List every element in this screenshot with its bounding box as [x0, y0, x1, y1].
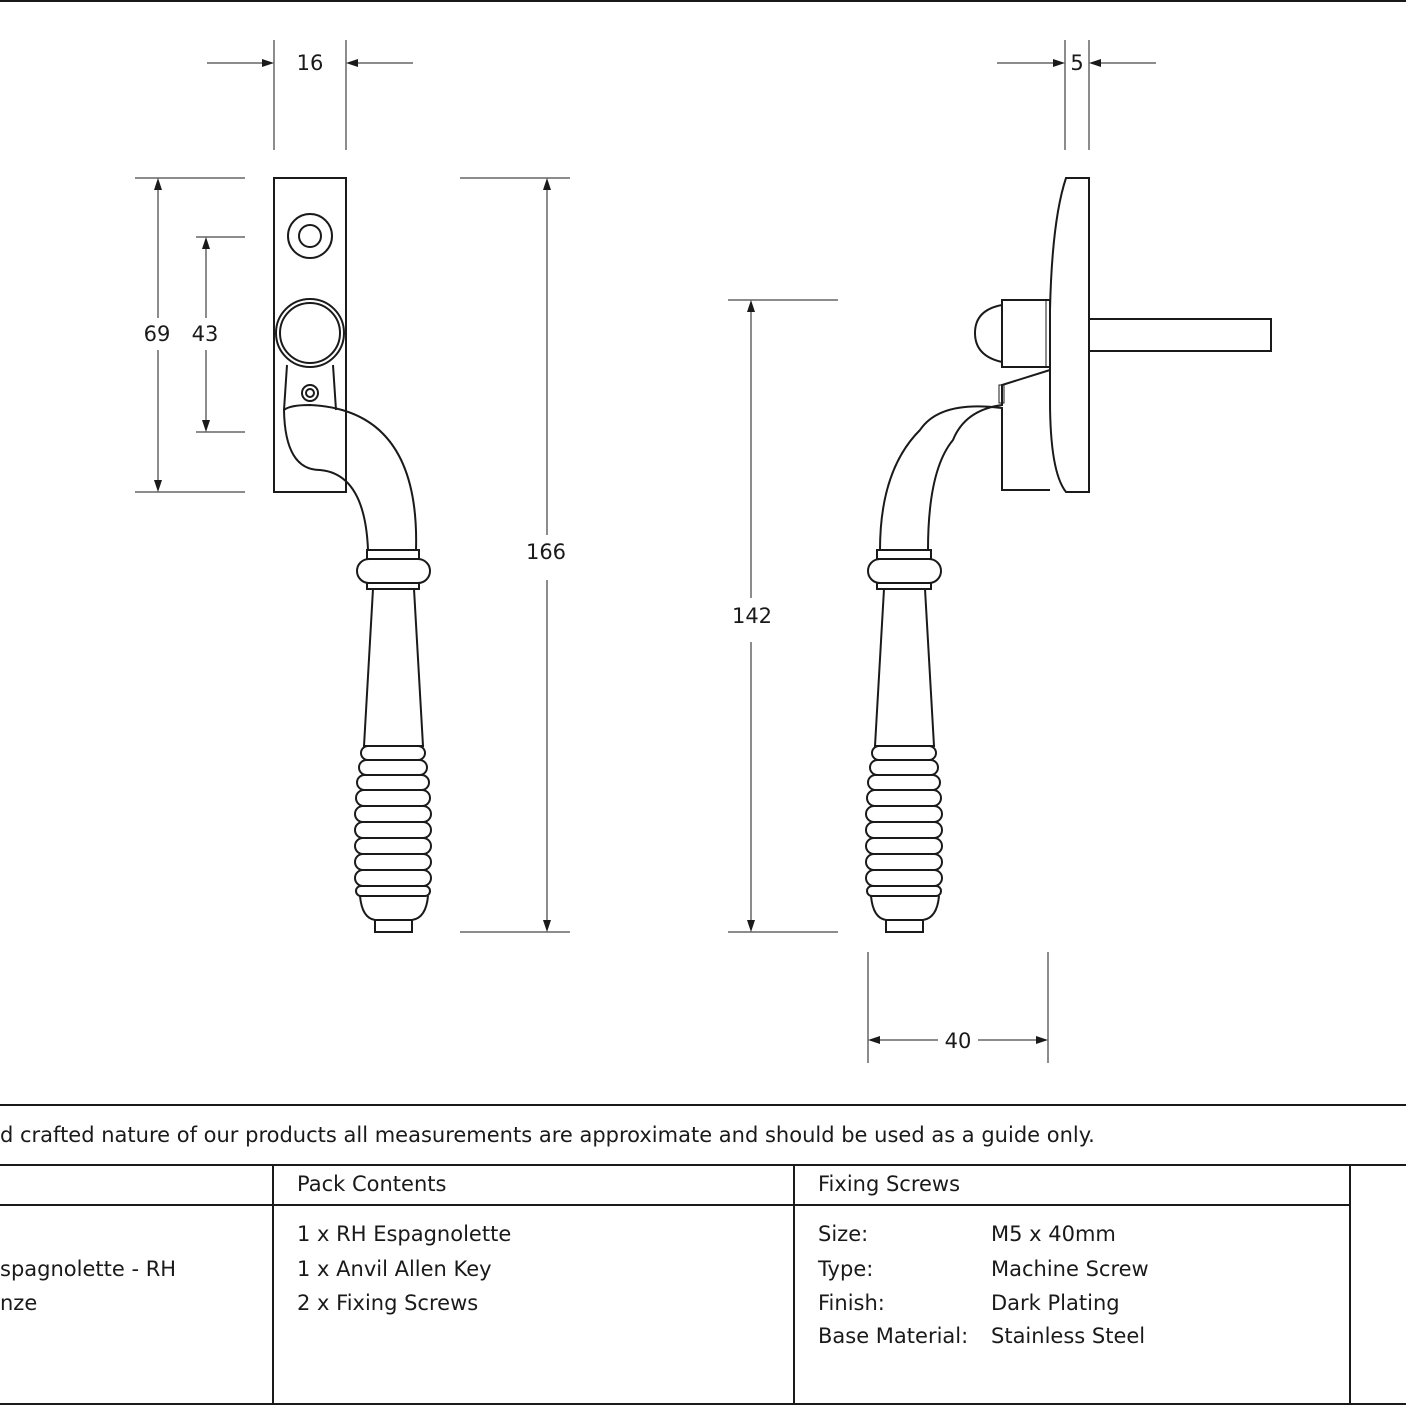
front-collar-top [366, 549, 420, 560]
dim-backplate-height: 69 [135, 177, 245, 493]
dim-projection: 40 [867, 952, 1049, 1063]
side-collar-bottom [876, 582, 932, 590]
pack-contents-heading: Pack Contents [297, 1172, 447, 1196]
front-grub-screw-outer [301, 384, 319, 402]
table-grid [0, 1104, 1406, 1405]
side-collar-ring [867, 558, 942, 584]
side-grip-taper [873, 588, 936, 747]
side-end-cap [870, 895, 940, 921]
front-screw-hole-outer [287, 213, 333, 259]
pack-contents-item-1: 1 x RH Espagnolette [297, 1222, 512, 1246]
side-boss-dome [973, 304, 1003, 363]
front-neck [283, 364, 337, 411]
dim-overall-height-label: 166 [526, 540, 566, 564]
dim-depth-label: 5 [1070, 51, 1083, 75]
fixing-finish-label: Finish: [818, 1291, 885, 1315]
dim-projection-label: 40 [945, 1029, 972, 1053]
front-grip-taper [362, 588, 425, 747]
front-screw-hole-inner [298, 224, 322, 248]
fixing-size-label: Size: [818, 1222, 869, 1246]
dim-fixing-centres-label: 43 [192, 322, 219, 346]
side-end-tip [885, 919, 924, 933]
side-handle-curve [878, 369, 1051, 551]
pack-contents-item-2: 1 x Anvil Allen Key [297, 1257, 492, 1281]
side-view [865, 177, 1272, 933]
side-reeded-grip [865, 745, 943, 897]
front-reeded-grip [354, 745, 432, 897]
disclaimer-text: d crafted nature of our products all mea… [0, 1123, 1095, 1147]
dim-fixing-centres: 43 [192, 236, 245, 433]
fixing-finish-value: Dark Plating [991, 1291, 1120, 1315]
front-handle-curve [282, 403, 418, 551]
fixing-type-value: Machine Screw [991, 1257, 1149, 1281]
dim-backplate-height-label: 69 [144, 322, 171, 346]
fixing-size-value: M5 x 40mm [991, 1222, 1116, 1246]
dim-side-height: 142 [728, 299, 838, 933]
fixing-type-label: Type: [818, 1257, 874, 1281]
front-collar-bottom [366, 582, 420, 590]
side-collar-top [876, 549, 932, 560]
side-backplate [1049, 177, 1090, 493]
front-spindle-boss-inner [279, 302, 341, 364]
pack-contents-item-3: 2 x Fixing Screws [297, 1291, 479, 1315]
product-row-2: nze [0, 1291, 38, 1315]
dim-front-width: 16 [207, 40, 413, 150]
fixing-material-label: Base Material: [818, 1324, 969, 1348]
fixing-material-value: Stainless Steel [991, 1324, 1146, 1348]
product-row-1: spagnolette - RH [0, 1257, 177, 1281]
front-backplate [273, 177, 347, 493]
front-collar-ring [356, 558, 431, 584]
side-spindle [1088, 318, 1272, 352]
front-end-cap [359, 895, 429, 921]
dim-front-width-label: 16 [297, 51, 324, 75]
front-end-tip [374, 919, 413, 933]
dim-overall-height: 166 [460, 177, 570, 933]
front-view [273, 177, 432, 933]
dim-side-height-label: 142 [732, 604, 772, 628]
front-spindle-boss-outer [275, 298, 345, 368]
front-grub-screw-inner [305, 388, 315, 398]
fixing-screws-heading: Fixing Screws [818, 1172, 961, 1196]
side-boss [1001, 299, 1051, 368]
dim-depth: 5 [997, 40, 1156, 150]
